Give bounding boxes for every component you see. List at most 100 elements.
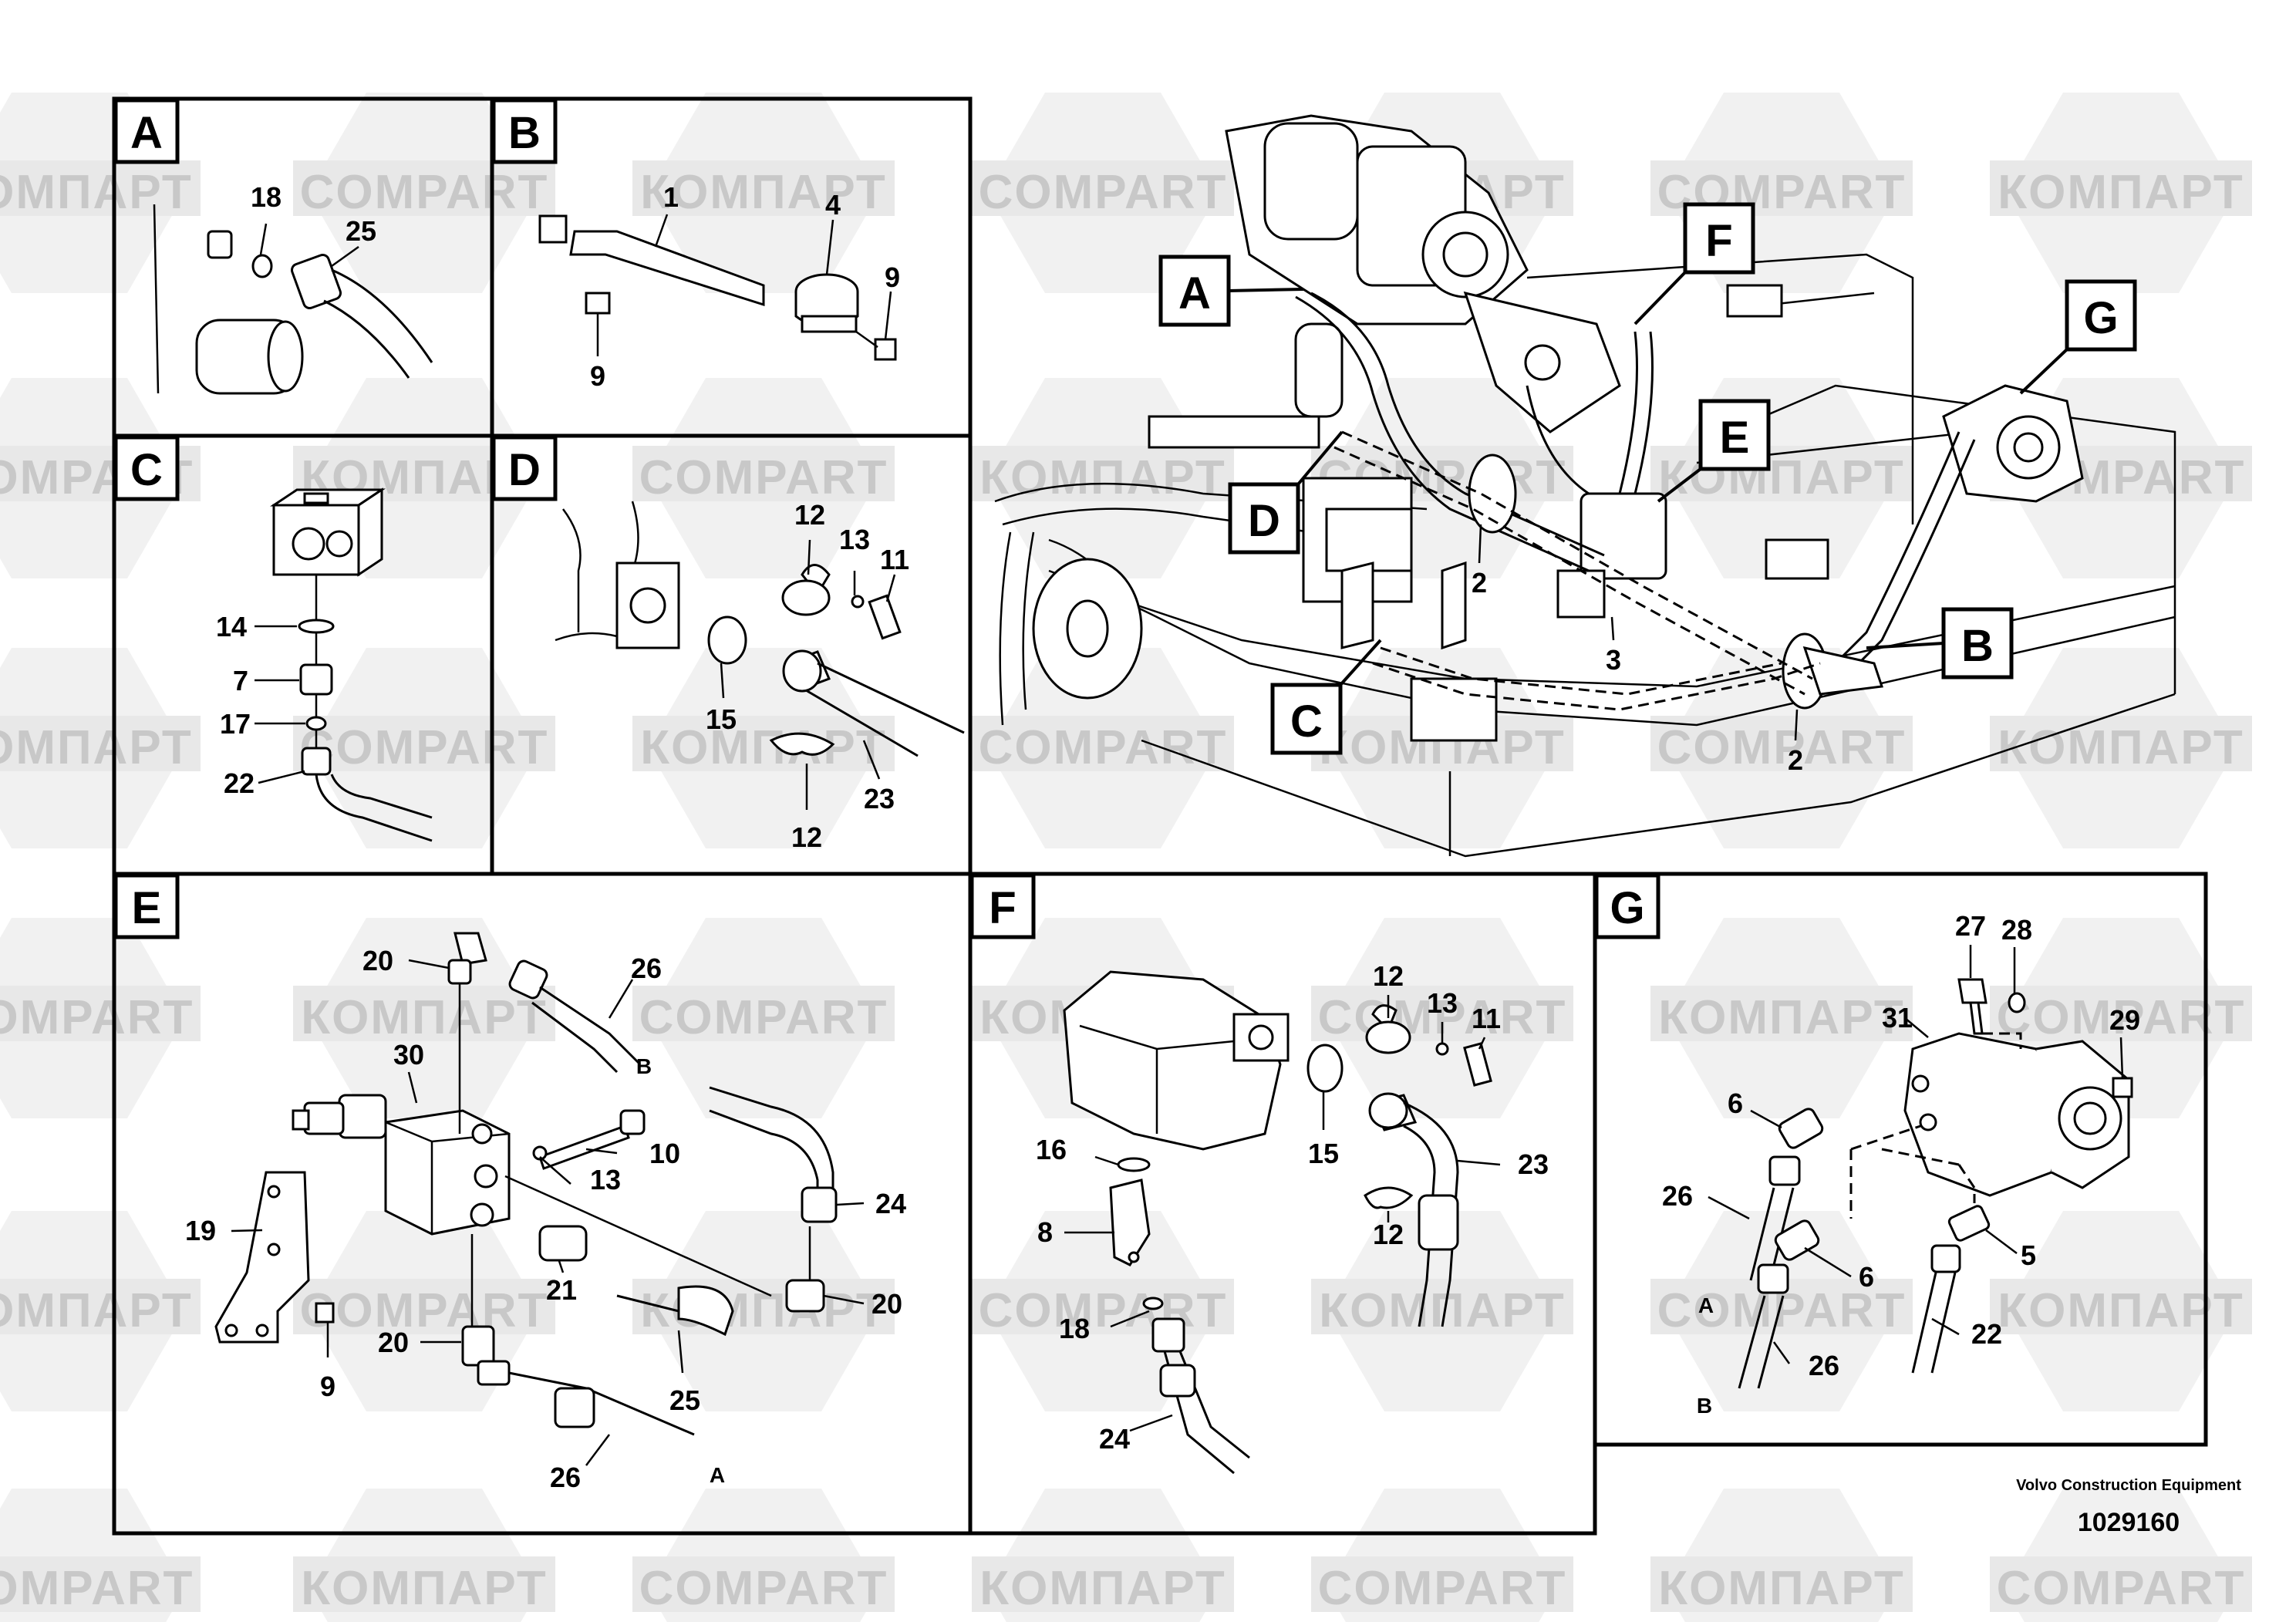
watermark-text: COMPART — [300, 166, 549, 219]
overview-callout-2b: 2 — [1788, 744, 1803, 776]
callout-d-15: 15 — [706, 703, 737, 735]
watermark-text: COMPART — [979, 721, 1228, 774]
callout-e-20c: 20 — [378, 1327, 409, 1358]
watermark-tile: КОМПАРТ — [1990, 93, 2252, 293]
panel-a-letter: A — [130, 108, 163, 158]
flag-a[interactable]: A — [1158, 255, 1304, 327]
watermark-text: КОМПАРТ — [1658, 991, 1904, 1044]
watermark-tile: КОМПАРТ — [1311, 1211, 1573, 1411]
watermark-text: COMPART — [1997, 1562, 2246, 1615]
watermark-tile: КОМПАРТ — [972, 1489, 1234, 1622]
callout-f-12b: 12 — [1373, 1219, 1404, 1250]
overview-callout-2a: 2 — [1472, 567, 1487, 599]
watermark-text: КОМПАРТ — [1998, 1284, 2244, 1337]
callout-f-13: 13 — [1427, 987, 1458, 1019]
callout-e-26b: 26 — [550, 1462, 581, 1493]
overview-drawing — [994, 114, 2176, 858]
watermark-tile: COMPART — [972, 93, 1234, 293]
watermark-tile: КОМПАРТ — [632, 93, 895, 293]
callout-a-18: 18 — [251, 181, 282, 213]
watermark-tile: КОМПАРТ — [293, 918, 555, 1118]
callout-f-16: 16 — [1036, 1134, 1067, 1165]
watermark-tile: COMPART — [1311, 1489, 1573, 1622]
callout-b-9b: 9 — [590, 360, 605, 392]
watermark-tile: КОМПАРТ — [1990, 1211, 2252, 1411]
callout-a-25: 25 — [346, 215, 376, 247]
callout-g-31: 31 — [1882, 1002, 1913, 1034]
flag-c[interactable]: C — [1270, 639, 1382, 755]
flag-a-letter: A — [1178, 268, 1211, 319]
callout-f-15: 15 — [1308, 1138, 1339, 1169]
watermark-tile: COMPART — [632, 918, 895, 1118]
panel-b-letter: B — [508, 108, 541, 158]
watermark-tile: COMPART — [1990, 1489, 2252, 1622]
overview-callout-3: 3 — [1606, 644, 1621, 676]
flag-f[interactable]: F — [1633, 202, 1755, 325]
flag-c-letter: C — [1290, 696, 1323, 747]
panel-c-letter: C — [130, 445, 163, 495]
drawing-number: 1029160 — [2077, 1508, 2180, 1537]
watermark-text: COMPART — [300, 721, 549, 774]
callout-e-30: 30 — [393, 1039, 424, 1071]
watermark-tile: КОМПАРТ — [1650, 378, 1913, 578]
watermark-text: КОМПАРТ — [979, 451, 1226, 504]
callout-e-13: 13 — [590, 1164, 621, 1195]
watermark-tile: КОМПАРТ — [293, 1489, 555, 1622]
watermark-text: КОМПАРТ — [640, 721, 886, 774]
watermark-text: COMPART — [639, 991, 888, 1044]
watermark-text: КОМПАРТ — [979, 1562, 1226, 1615]
callout-d-12a: 12 — [794, 499, 825, 531]
watermark-text: COMPART — [300, 1284, 549, 1337]
callout-g-a: A — [1698, 1293, 1714, 1317]
watermark-text: COMPART — [979, 166, 1228, 219]
watermark-text: КОМПАРТ — [640, 166, 886, 219]
callout-g-b: B — [1697, 1394, 1712, 1418]
callout-d-13: 13 — [839, 524, 870, 555]
watermark-text: КОМПАРТ — [1658, 1562, 1904, 1615]
callout-g-29: 29 — [2109, 1004, 2140, 1036]
callout-e-24: 24 — [875, 1188, 906, 1219]
callout-f-12a: 12 — [1373, 960, 1404, 992]
flag-e[interactable]: E — [1657, 399, 1771, 503]
watermark-tile: COMPART — [632, 1489, 895, 1622]
watermark-text: КОМПАРТ — [1998, 721, 2244, 774]
callout-b-1: 1 — [663, 181, 679, 213]
panel-f: F 12 — [969, 873, 1549, 1475]
callout-g-22: 22 — [1971, 1318, 2002, 1350]
watermark-text: COMPART — [1318, 1562, 1567, 1615]
flag-g[interactable]: G — [2019, 279, 2137, 395]
watermark-text: КОМПАРТ — [301, 1562, 547, 1615]
callout-c-17: 17 — [220, 708, 251, 740]
watermark-tile: КОМПАРТ — [1650, 1489, 1913, 1622]
callout-c-14: 14 — [216, 611, 247, 642]
callout-e-a: A — [710, 1463, 725, 1487]
flag-b[interactable]: B — [1866, 607, 2014, 679]
panel-e-letter: E — [132, 883, 162, 933]
watermark-text: COMPART — [1997, 991, 2246, 1044]
flag-d[interactable]: D — [1228, 430, 1344, 555]
panel-a: A 18 25 — [113, 98, 433, 395]
callout-e-10: 10 — [649, 1138, 680, 1169]
watermark-tile: КОМПАРТ — [0, 648, 201, 848]
watermark-text: КОМПАРТ — [1319, 1284, 1565, 1337]
footer: Volvo Construction Equipment 1029160 — [2005, 1477, 2252, 1538]
watermark-tile: КОМПАРТ — [1650, 918, 1913, 1118]
footer-brand: Volvo Construction Equipment — [2016, 1477, 2241, 1494]
callout-b-9a: 9 — [885, 261, 900, 293]
callout-g-26b: 26 — [1809, 1350, 1839, 1381]
panel-f-letter: F — [989, 883, 1016, 933]
watermark-text: КОМПАРТ — [0, 1284, 193, 1337]
callout-f-8: 8 — [1037, 1216, 1053, 1248]
watermark-text: COMPART — [0, 1562, 194, 1615]
callout-e-20a: 20 — [362, 945, 393, 976]
callout-e-21: 21 — [546, 1274, 577, 1306]
callout-e-9: 9 — [320, 1371, 335, 1402]
callout-b-4: 4 — [825, 189, 841, 221]
watermark-tile: COMPART — [972, 648, 1234, 848]
callout-g-27: 27 — [1955, 910, 1986, 942]
panel-b: B 1 4 9 9 — [491, 98, 900, 392]
watermark-text: COMPART — [0, 991, 194, 1044]
panel-d-letter: D — [508, 445, 541, 495]
watermark-text: COMPART — [639, 1562, 888, 1615]
